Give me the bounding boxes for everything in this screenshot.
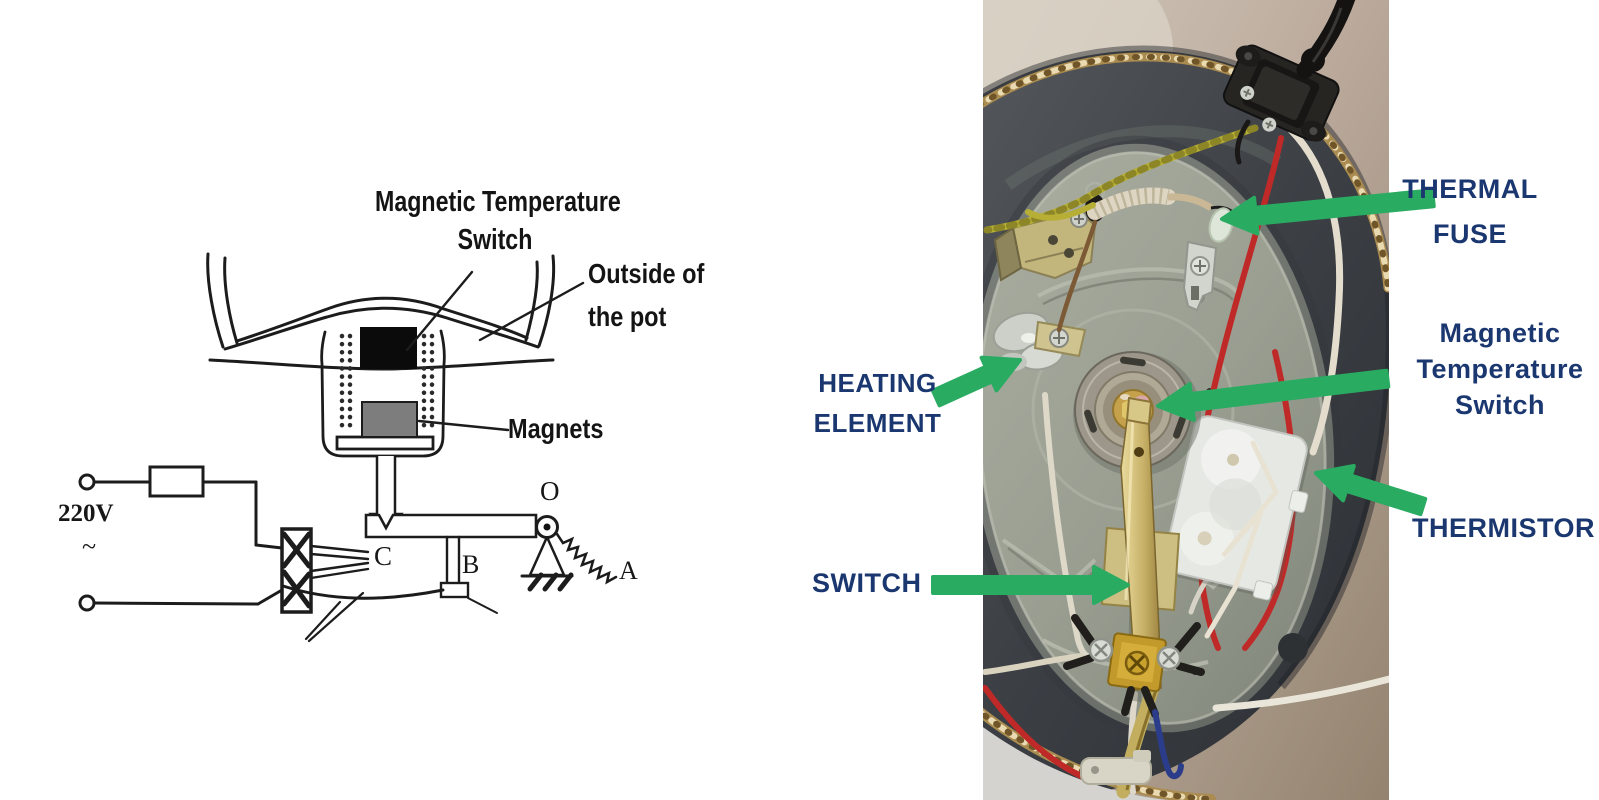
terminal-screws: [1063, 614, 1205, 718]
white-wire-bottom: [1212, 675, 1389, 712]
switch-arrow-icon: [931, 565, 1130, 605]
thermal-fuse-arrow-icon: [1220, 188, 1436, 236]
cream-wire-left: [983, 653, 1084, 675]
magnets-label: Magnets: [508, 413, 604, 444]
rice-cooker-photo: [983, 0, 1389, 800]
point-o-label: O: [540, 476, 560, 506]
black-wire-socket: [1234, 119, 1251, 165]
brown-wire: [1056, 219, 1098, 333]
magnetic-temperature-switch-label: Magnetic Temperature Switch: [1416, 318, 1584, 420]
electromagnet: [280, 527, 445, 643]
ac-symbol: ~: [82, 532, 97, 561]
power-source: [78, 465, 284, 612]
pointer-spikes: [304, 591, 365, 643]
schematic-title-line2: Switch: [457, 224, 533, 256]
magnetic-temperature-switch-arrow-icon: [1156, 368, 1391, 422]
pivot-o: [520, 515, 574, 592]
white-wire-right: [1287, 126, 1344, 456]
red-wire-arc: [1242, 349, 1297, 651]
point-a-label: A: [619, 556, 638, 585]
thermistor-label: THERMISTOR: [1412, 513, 1596, 543]
heating-element-label: HEATING ELEMENT: [813, 368, 942, 438]
thermistor-plate: [1163, 415, 1310, 601]
bottom-bracket: [1080, 750, 1152, 785]
blue-wire: [1152, 709, 1184, 780]
switch-label: SWITCH: [812, 568, 922, 598]
label-pointer-lines: [405, 270, 585, 432]
point-b-label: B: [462, 550, 480, 579]
lever-bar: [364, 513, 538, 539]
spring-a: [555, 532, 618, 585]
voltage-label: 220V: [58, 500, 114, 527]
schematic-title: Magnetic Temperature Switch: [345, 183, 645, 259]
thermistor-wire-zigzag: [1204, 440, 1279, 639]
thermistor-arrow-icon: [1314, 463, 1428, 517]
magnetic-switch-housing: [320, 329, 446, 458]
magnet-block: [361, 401, 418, 438]
power-socket: [1222, 44, 1340, 142]
resistor: [148, 465, 205, 498]
red-wire-bottom: [983, 685, 1084, 779]
metal-brackets: [993, 210, 1218, 358]
wires: [983, 119, 1389, 795]
thermal-fuse-label: THERMAL FUSE: [1402, 174, 1538, 249]
schematic-title-line1: Magnetic Temperature: [375, 186, 621, 218]
contact-b-drop: [439, 535, 498, 614]
thermal-fuse-component: [1085, 187, 1237, 243]
heating-element-arrow-icon: [930, 355, 1022, 408]
point-c-label: C: [374, 541, 393, 571]
rice-cooker-schematic: [78, 252, 618, 643]
wire-boots: [1063, 614, 1205, 718]
outside-of-pot-label: Outside of the pot: [588, 258, 705, 332]
